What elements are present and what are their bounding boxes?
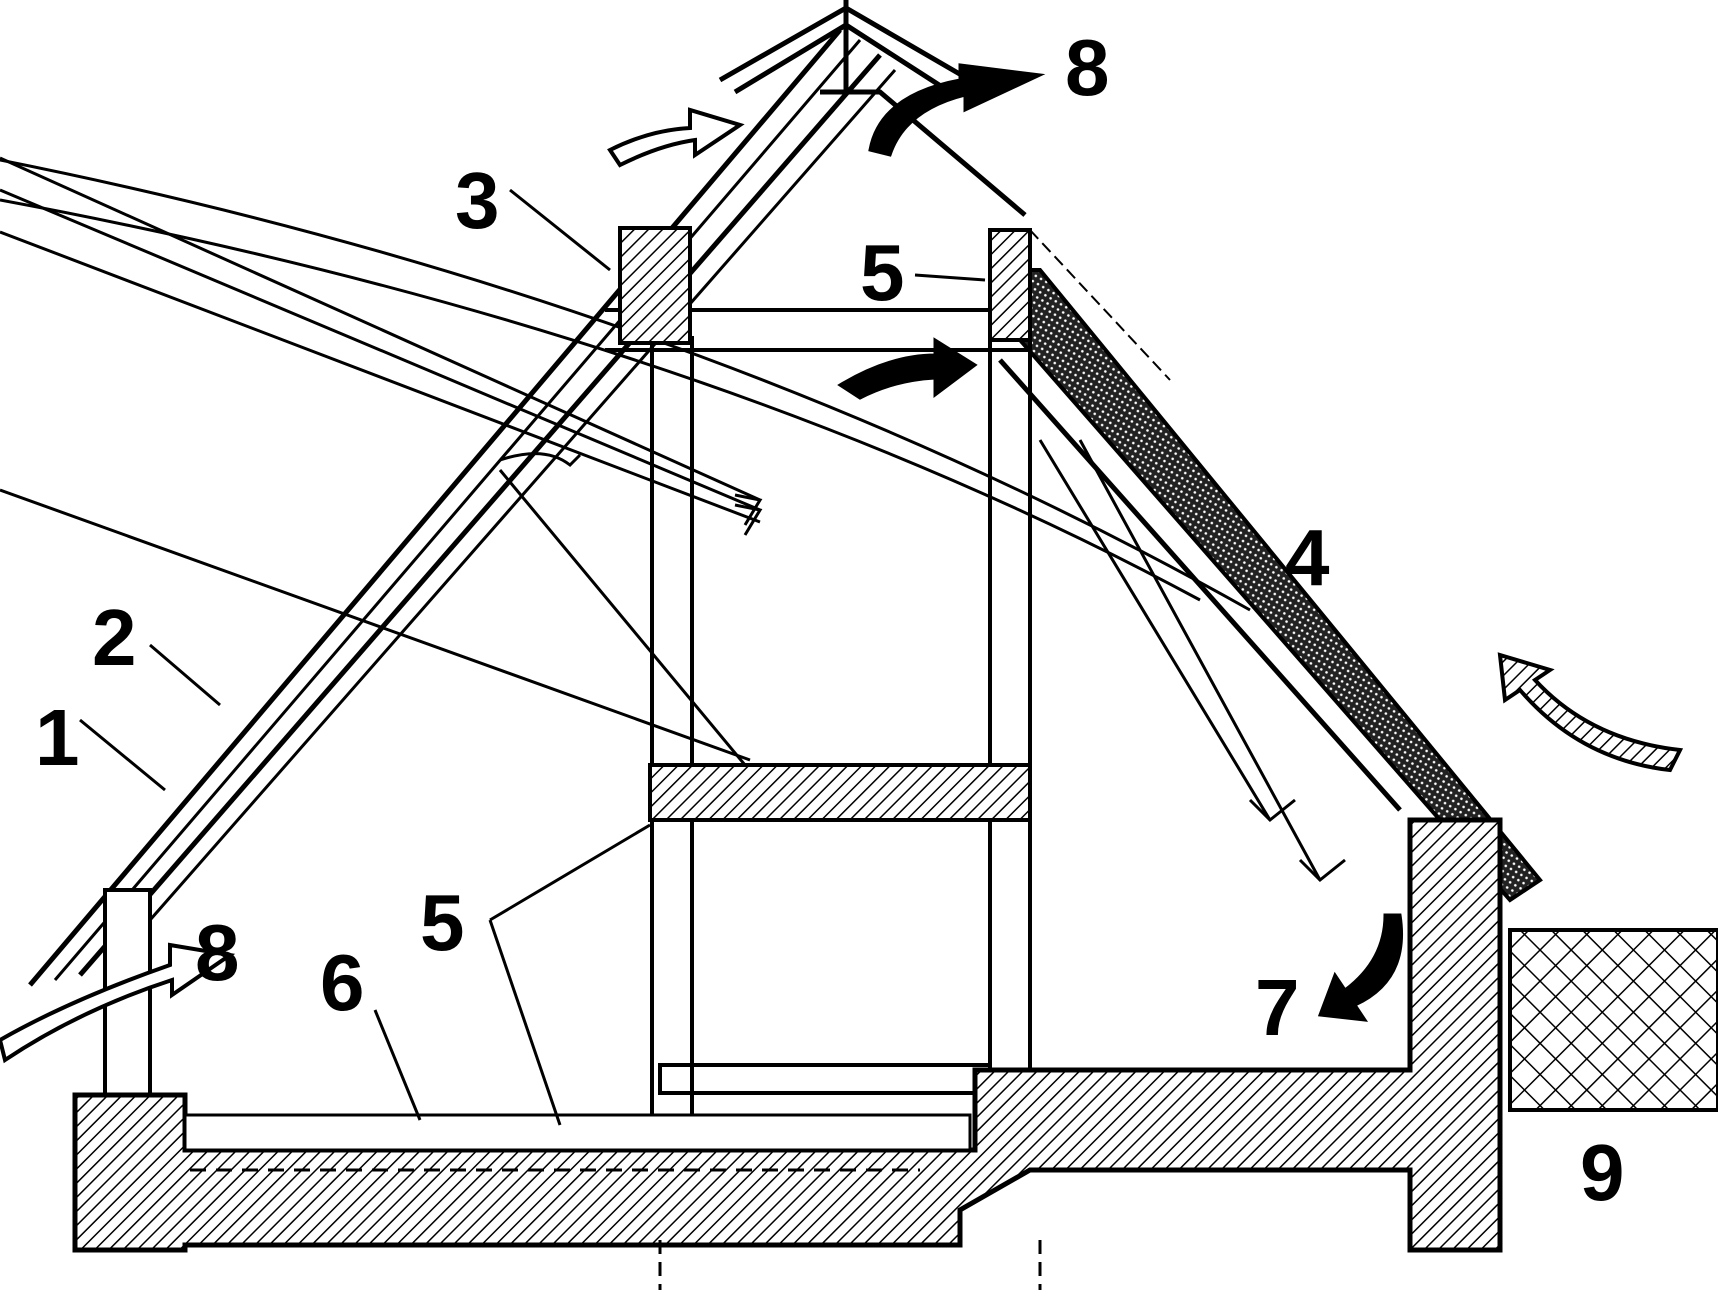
callout-5-bottom: 5 — [420, 878, 465, 967]
left-top-block — [618, 226, 692, 345]
callout-9: 9 — [1580, 1128, 1625, 1217]
callout-4: 4 — [1285, 513, 1330, 602]
right-insulated-roof — [998, 229, 1543, 903]
callout-5-top: 5 — [860, 228, 905, 317]
middle-beam — [648, 763, 1032, 822]
callout-2: 2 — [92, 593, 137, 682]
callout-6: 6 — [320, 938, 365, 1027]
callout-3: 3 — [455, 156, 500, 245]
left-glazed-roof — [28, 28, 897, 987]
ridge-vent — [718, 0, 1027, 217]
right-top-block — [988, 228, 1032, 342]
soil-cross-hatch — [1508, 928, 1718, 1112]
leader-lines — [79, 188, 986, 1126]
airflow-arrows — [0, 63, 1684, 1064]
foundation — [72, 817, 1503, 1290]
callout-labels: 1 2 3 4 5 5 6 7 8 8 9 — [35, 23, 1625, 1217]
callout-7: 7 — [1255, 963, 1300, 1052]
callout-1: 1 — [35, 693, 80, 782]
callout-8-left: 8 — [195, 908, 240, 997]
callout-8-top: 8 — [1065, 23, 1110, 112]
